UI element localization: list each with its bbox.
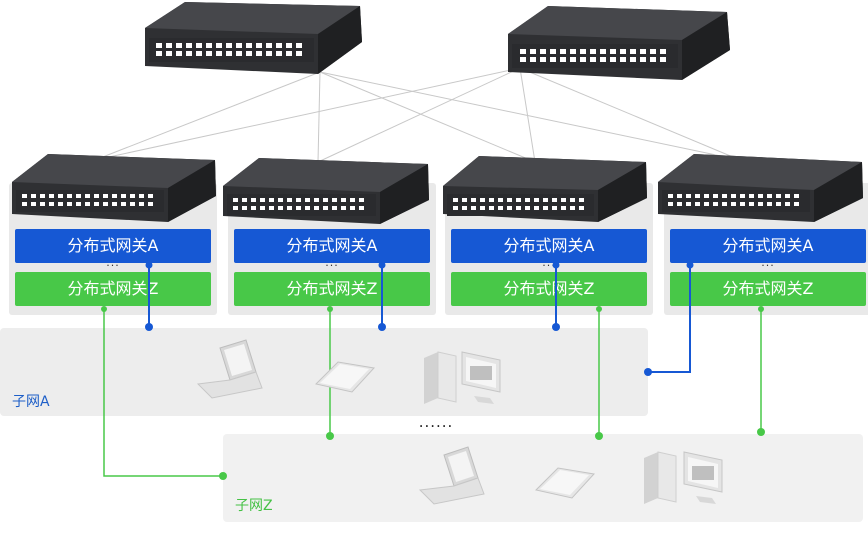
tablet-icon — [315, 361, 375, 393]
gateway-ellipsis: ... — [542, 256, 556, 269]
access-switch-4 — [658, 154, 863, 222]
subnet-z-label: 子网Z — [235, 498, 273, 514]
core-switch-2 — [508, 6, 730, 80]
gateway-a-label: 分布式网关A — [670, 229, 866, 263]
gateway-ellipsis: ... — [325, 256, 339, 269]
subnet-a-area — [0, 328, 648, 416]
gateway-z-label: 分布式网关Z — [451, 272, 647, 306]
gateway-ellipsis: ... — [761, 256, 775, 269]
laptop-icon — [196, 339, 263, 399]
more-subnets-ellipsis: ...... — [418, 413, 454, 431]
gateway-z-label: 分布式网关Z — [670, 272, 866, 306]
subnet-a-label: 子网A — [12, 394, 50, 410]
switch-ports — [520, 49, 666, 62]
core-switch-1 — [145, 2, 362, 74]
laptop-icon — [418, 446, 485, 505]
desktop-computer-icon — [644, 451, 723, 504]
access-switch-ports — [22, 194, 799, 210]
gateway-a-label: 分布式网关A — [451, 229, 647, 263]
gateway-panel-2: 分布式网关A ... 分布式网关Z — [228, 183, 436, 315]
tablet-icon — [535, 467, 595, 499]
desktop-computer-icon — [424, 351, 501, 404]
switch-ports — [156, 43, 302, 56]
subnet-a-links — [148, 263, 691, 373]
access-switch-3 — [443, 156, 647, 222]
access-switch-2 — [223, 158, 429, 224]
subnet-z-link-dots — [101, 306, 765, 480]
gateway-z-label: 分布式网关Z — [234, 272, 430, 306]
gateway-a-label: 分布式网关A — [15, 229, 211, 263]
gateway-a-label: 分布式网关A — [234, 229, 430, 263]
subnet-a-link-dots — [145, 261, 694, 376]
gateway-ellipsis: ... — [106, 256, 120, 269]
uplink-lines — [94, 67, 741, 163]
subnet-z-area — [223, 434, 863, 522]
gateway-z-label: 分布式网关Z — [15, 272, 211, 306]
access-switch-1 — [12, 154, 216, 222]
